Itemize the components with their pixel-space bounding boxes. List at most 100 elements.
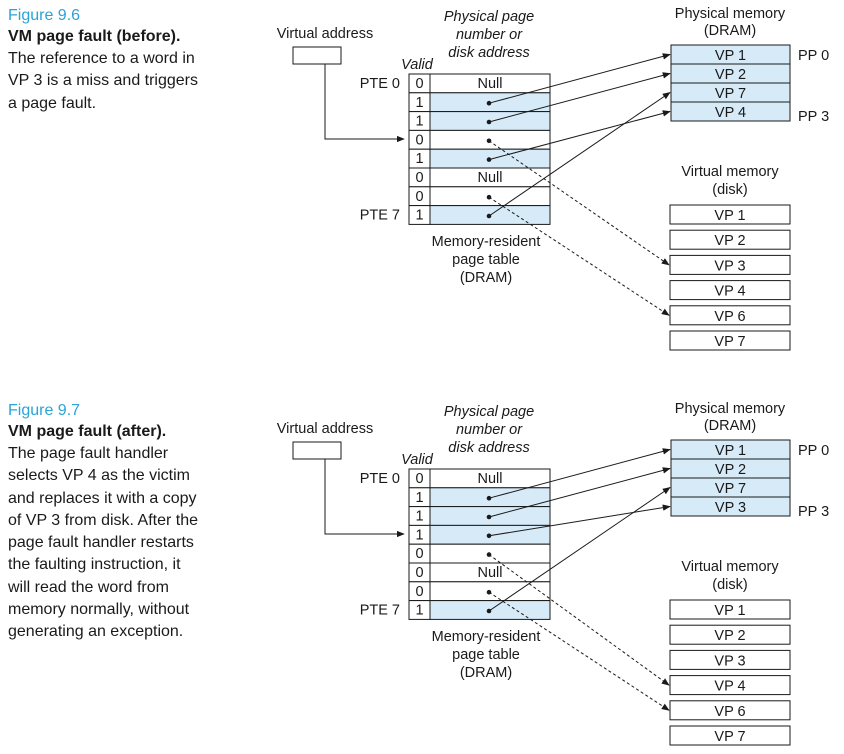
pte-valid-bit: 1 [415, 527, 423, 543]
disk-page-label: VP 6 [714, 309, 745, 325]
pte-column-header: number or [456, 422, 523, 438]
pte-valid-bit: 1 [415, 490, 423, 506]
disk-page-box [669, 280, 791, 301]
physical-memory-title: Physical memory [675, 401, 786, 417]
page-table-caption: Memory-resident [432, 234, 541, 250]
physical-page-label: VP 4 [715, 105, 746, 121]
disk-page-label: VP 3 [714, 258, 745, 274]
pte-last-label: PTE 7 [360, 603, 400, 619]
physical-memory-title: Physical memory [675, 6, 786, 22]
description-line: The page fault handler [8, 445, 169, 462]
disk-page-box [669, 624, 791, 645]
pte-valid-bit: 0 [415, 565, 423, 581]
pte-entry-text: Null [478, 76, 503, 92]
disk-page-label: VP 1 [714, 208, 745, 224]
physical-memory-title: (DRAM) [704, 23, 756, 39]
description-line: page fault handler restarts [8, 534, 194, 552]
pte-to-disk-arrow [488, 554, 670, 686]
pte-entry-text: Null [478, 170, 503, 186]
pte-valid-bit: 0 [415, 170, 423, 186]
virtual-address-box [292, 46, 342, 65]
pte-valid-bit: 0 [415, 584, 423, 600]
pte-valid-bit: 1 [415, 603, 423, 619]
pte-valid-bit: 0 [415, 132, 423, 148]
description-line: generating an exception. [8, 623, 184, 641]
pte-valid-bit: 0 [415, 189, 423, 205]
pte-to-physical-arrow [488, 448, 671, 499]
figure-description: The reference to a word in VP 3 is a mis… [8, 48, 230, 115]
pte-to-physical-arrow [488, 92, 671, 217]
physical-page-label: VP 1 [715, 443, 746, 459]
physical-page-label: VP 2 [715, 67, 746, 83]
valid-column-header: Valid [401, 57, 434, 73]
description-line: and replaces it with a copy [8, 489, 197, 507]
disk-page-label: VP 7 [714, 334, 745, 350]
physical-page-label: VP 2 [715, 462, 746, 478]
pp0-label: PP 0 [798, 443, 829, 459]
pte-column-header: Physical page [444, 404, 534, 420]
disk-page-box [669, 204, 791, 225]
virtual-address-arrow [324, 459, 405, 538]
physical-page-label: VP 7 [715, 481, 746, 497]
pte-entry-text: Null [478, 471, 503, 487]
disk-page-box [669, 254, 791, 275]
virtual-address-label: Virtual address [277, 421, 373, 437]
page-table-caption: (DRAM) [460, 665, 512, 681]
pte-column-header: disk address [448, 45, 529, 61]
disk-page-box [669, 700, 791, 721]
description-line: will read the word from [8, 578, 169, 596]
virtual-address-box [292, 441, 342, 460]
pte-valid-bit: 0 [415, 546, 423, 562]
pte-valid-bit: 0 [415, 76, 423, 92]
pte-entry-text: Null [478, 565, 503, 581]
pte-valid-bit: 1 [415, 151, 423, 167]
pp0-label: PP 0 [798, 48, 829, 64]
physical-page-label: VP 3 [715, 500, 746, 516]
figure-title: VM page fault (after). [8, 423, 167, 440]
description-line: a page fault. [8, 94, 97, 112]
page-table-caption: Memory-resident [432, 629, 541, 645]
figure-title: VM page fault (before). [8, 28, 181, 45]
disk-page-box [669, 725, 791, 746]
pte-column-header: Physical page [444, 9, 534, 25]
page-table-caption: page table [452, 647, 520, 663]
description-line: VP 3 is a miss and triggers [8, 72, 199, 90]
pte-to-physical-arrow [488, 487, 671, 612]
pte-first-label: PTE 0 [360, 76, 400, 92]
pte-valid-bit: 1 [415, 208, 423, 224]
virtual-memory-title: Virtual memory [681, 559, 779, 575]
description-line: memory normally, without [8, 601, 190, 619]
pte-valid-bit: 1 [415, 114, 423, 130]
description-line: of VP 3 from disk. After the [8, 511, 199, 529]
pte-valid-bit: 1 [415, 509, 423, 525]
figure-9-6-caption: Figure 9.6 VM page fault (before). The r… [8, 6, 230, 115]
pte-to-physical-arrow [488, 53, 671, 104]
disk-page-box [669, 675, 791, 696]
page-table-caption: page table [452, 252, 520, 268]
disk-page-label: VP 2 [714, 628, 745, 644]
valid-column-header: Valid [401, 452, 434, 468]
virtual-address-arrow [324, 64, 405, 143]
pte-valid-bit: 1 [415, 95, 423, 111]
pte-pointer-dot [486, 495, 492, 501]
physical-page-box [670, 101, 791, 122]
description-line: The reference to a word in [8, 50, 195, 67]
disk-page-label: VP 6 [714, 704, 745, 720]
pte-to-disk-arrow [488, 591, 670, 711]
figure-9-7-caption: Figure 9.7 VM page fault (after). The pa… [8, 401, 230, 644]
pte-valid-bit: 0 [415, 471, 423, 487]
virtual-memory-title: (disk) [712, 182, 747, 198]
description-line: the faulting instruction, it [8, 556, 181, 574]
disk-page-label: VP 4 [714, 284, 745, 300]
pte-column-header: number or [456, 27, 523, 43]
disk-page-label: VP 4 [714, 679, 745, 695]
pte-first-label: PTE 0 [360, 471, 400, 487]
page-table-caption: (DRAM) [460, 270, 512, 286]
physical-page-box [670, 496, 791, 517]
pte-to-physical-arrow [488, 72, 671, 123]
physical-memory-title: (DRAM) [704, 418, 756, 434]
pte-to-disk-arrow [488, 140, 670, 266]
disk-page-box [669, 649, 791, 670]
figure-number: Figure 9.6 [8, 7, 81, 24]
